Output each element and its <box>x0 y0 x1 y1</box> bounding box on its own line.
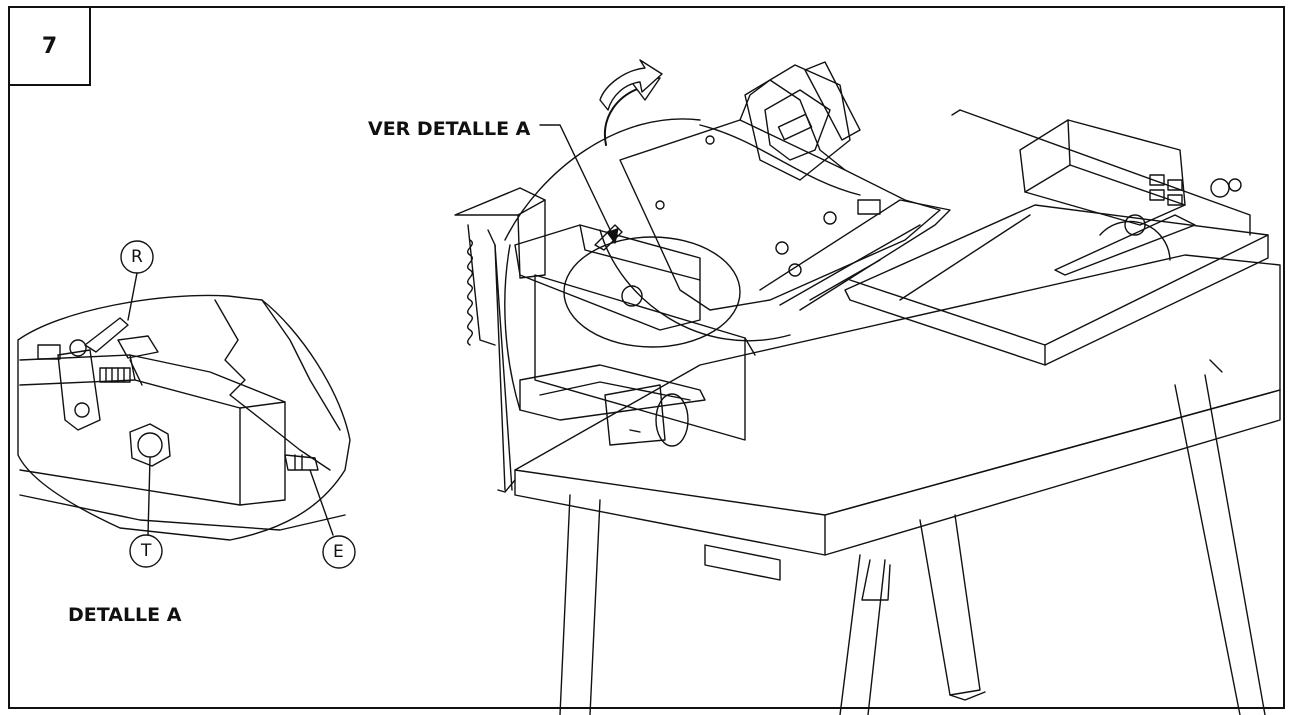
callout-group <box>120 240 356 569</box>
callout-r-label: R <box>131 247 143 267</box>
detail-a-view <box>17 272 351 541</box>
callout-t-circle <box>129 534 163 568</box>
callout-e-label: E <box>333 542 344 562</box>
detalle-label: DETALLE A <box>68 604 182 626</box>
callout-e-circle <box>322 535 356 569</box>
ver-detalle-label: VER DETALLE A <box>368 118 531 140</box>
saw-assembly-view <box>454 59 1281 715</box>
step-number: 7 <box>41 33 58 59</box>
callout-r-circle <box>120 240 154 274</box>
callout-t-label: T <box>141 541 152 561</box>
step-number-box: 7 <box>8 6 91 86</box>
